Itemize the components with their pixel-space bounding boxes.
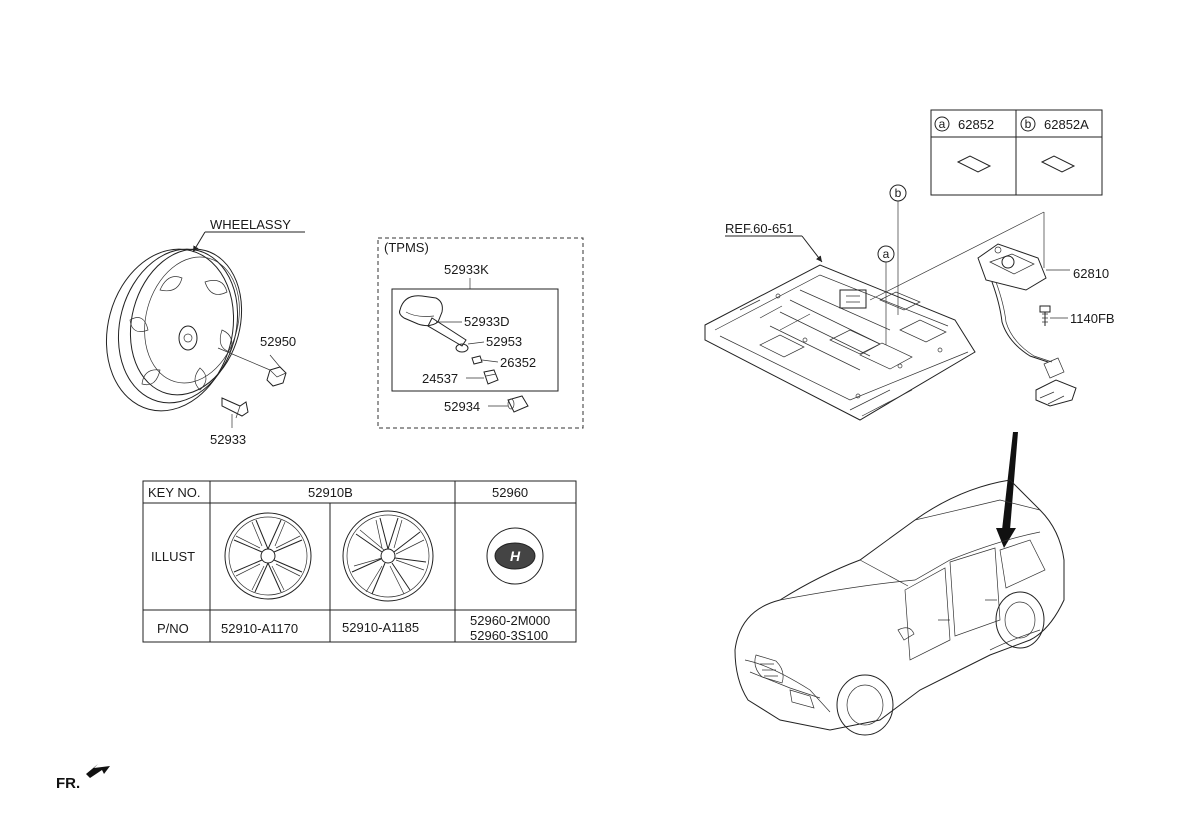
carrier-label: 62810 bbox=[1073, 266, 1109, 281]
valve-stem-label: 52933 bbox=[210, 432, 246, 447]
sensor-nut-label: 26352 bbox=[500, 355, 536, 370]
front-marker-label: FR. bbox=[56, 775, 80, 792]
pointer-arrow bbox=[1002, 432, 1018, 530]
cap-key-header: 52960 bbox=[492, 485, 528, 500]
tpms-kit-label: 52933K bbox=[444, 262, 489, 277]
alloy-wheel-a1185-icon bbox=[342, 510, 434, 602]
sensor-cap-icon bbox=[483, 369, 499, 385]
valve-cap-label: 52934 bbox=[444, 399, 480, 414]
tpms-group: (TPMS) 52933K 52933D 52953 26352 24537 5… bbox=[377, 237, 584, 429]
cap-pno-2: 52960-3S100 bbox=[470, 628, 548, 643]
center-cap-icon: H bbox=[486, 527, 544, 585]
wheel-assembly: WHEELASSY 52950 52933 bbox=[105, 217, 305, 447]
wheel-pno-1: 52910-A1170 bbox=[221, 621, 298, 636]
key-table: KEY NO. 52910B 52960 ILLUST P/NO H 52910… bbox=[142, 480, 577, 643]
ref-label: REF.60-651 bbox=[725, 221, 794, 236]
legend-table: a 62852 b 62852A bbox=[930, 109, 1103, 196]
alloy-wheel-a1170-icon bbox=[224, 512, 312, 600]
wheel-assy-label: WHEELASSY bbox=[210, 217, 291, 232]
sensor-nut-icon bbox=[471, 355, 483, 365]
valve-stem-icon bbox=[221, 397, 249, 419]
legend-a-mark: a bbox=[939, 117, 946, 131]
pad-b-icon bbox=[1040, 155, 1076, 173]
legend-a-circle bbox=[934, 116, 950, 132]
wheel-pno-2: 52910-A1185 bbox=[342, 620, 419, 635]
front-arrow-icon bbox=[86, 764, 110, 778]
pad-a-icon bbox=[956, 155, 992, 173]
wheel-nut-label: 52950 bbox=[260, 334, 296, 349]
tpms-frame bbox=[377, 237, 584, 429]
sensor-cap-label: 24537 bbox=[422, 371, 458, 386]
legend-b-circle bbox=[1020, 116, 1036, 132]
floor-panel-icon bbox=[704, 264, 976, 421]
tpms-sensor-label: 52933D bbox=[464, 314, 510, 329]
spare-tire-carrier-icon bbox=[977, 243, 1077, 407]
pno-row-label: P/NO bbox=[157, 621, 189, 636]
legend-b-mark: b bbox=[1025, 117, 1032, 131]
svg-text:H: H bbox=[510, 548, 521, 564]
illust-row-label: ILLUST bbox=[151, 549, 195, 564]
wheel-key-header: 52910B bbox=[308, 485, 353, 500]
bolt-icon bbox=[1039, 305, 1051, 326]
grommet-icon bbox=[455, 343, 469, 353]
callout-b-label: b bbox=[895, 186, 902, 200]
floor-panel: REF.60-651 a b 62810 1140FB bbox=[704, 184, 1115, 421]
cap-pno-1: 52960-2M000 bbox=[470, 613, 550, 628]
grommet-label: 52953 bbox=[486, 334, 522, 349]
vehicle-icon bbox=[734, 479, 1065, 736]
valve-cap-icon bbox=[507, 395, 529, 413]
key-no-header: KEY NO. bbox=[148, 485, 201, 500]
front-direction-marker: FR. bbox=[56, 764, 110, 792]
wheel-icon bbox=[105, 248, 243, 412]
legend-a-part: 62852 bbox=[958, 117, 994, 132]
tpms-heading: (TPMS) bbox=[384, 240, 429, 255]
legend-b-part: 62852A bbox=[1044, 117, 1089, 132]
bolt-label: 1140FB bbox=[1070, 311, 1115, 326]
tpms-kit-box bbox=[391, 288, 559, 392]
callout-a-label: a bbox=[883, 247, 890, 261]
tpms-sensor-icon bbox=[399, 295, 467, 347]
